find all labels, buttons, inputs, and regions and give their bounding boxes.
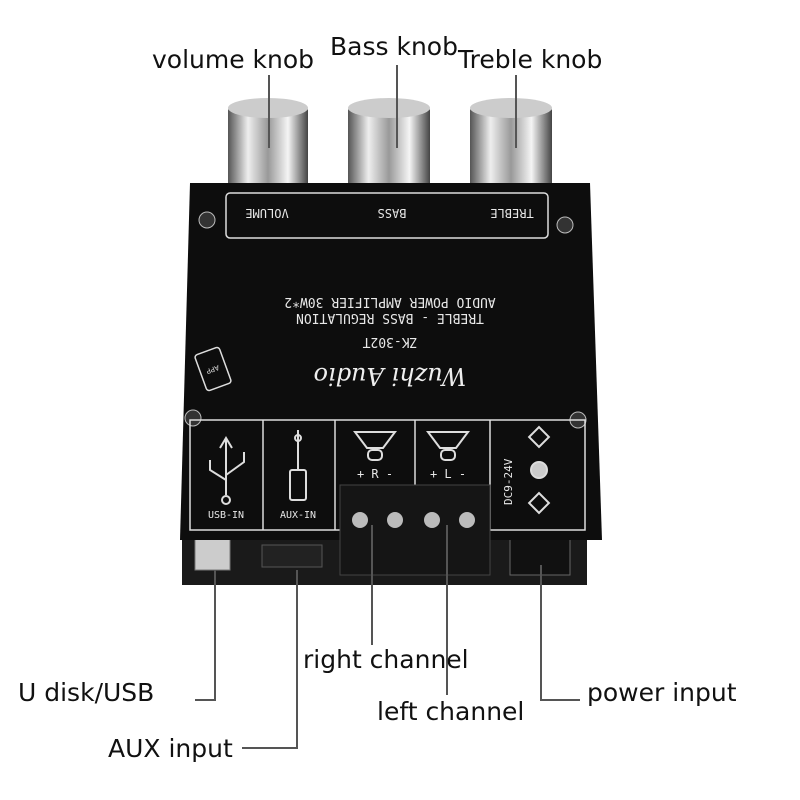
board-plate xyxy=(180,183,602,540)
left-speaker-icon xyxy=(426,431,470,461)
usb-symbol-icon xyxy=(209,436,245,505)
callout-left-channel: left channel xyxy=(377,697,524,726)
knob-panel xyxy=(225,192,549,239)
brand-logo: Wuzhi Audio xyxy=(314,362,467,390)
treble-silk-label: TREBLE xyxy=(490,206,533,220)
dc-polarity-icon xyxy=(527,425,551,515)
left-channel-silk: + L - xyxy=(430,467,466,481)
right-channel-silk: + R - xyxy=(357,467,393,481)
model-number: ZK-302T xyxy=(362,334,417,349)
power-voltage-label: DC9-24V xyxy=(502,458,515,505)
usb-in-label: USB-IN xyxy=(208,510,244,521)
aux-port xyxy=(261,544,323,568)
aux-in-label: AUX-IN xyxy=(280,510,316,521)
right-speaker-icon xyxy=(353,431,397,461)
usb-port xyxy=(194,534,231,571)
title-line-2: TREBLE - BASS REGULATION xyxy=(296,310,484,325)
speaker-terminal-block xyxy=(339,484,491,576)
treble-knob xyxy=(470,98,552,190)
bass-knob xyxy=(348,98,430,190)
callout-volume-knob: volume knob xyxy=(152,45,314,74)
callout-treble-knob: Treble knob xyxy=(457,45,602,74)
aux-jack-icon xyxy=(289,430,307,501)
callout-right-channel: right channel xyxy=(303,645,469,674)
bass-silk-label: BASS xyxy=(378,206,407,220)
title-line-1: AUDIO POWER AMPLIFIER 30W*2 xyxy=(284,294,495,309)
leader-lines xyxy=(195,65,580,749)
callout-usb: U disk/USB xyxy=(18,678,154,707)
volume-silk-label: VOLUME xyxy=(245,206,288,220)
callout-aux: AUX input xyxy=(108,734,233,763)
callout-bass-knob: Bass knob xyxy=(330,32,458,61)
callout-power: power input xyxy=(587,678,737,707)
